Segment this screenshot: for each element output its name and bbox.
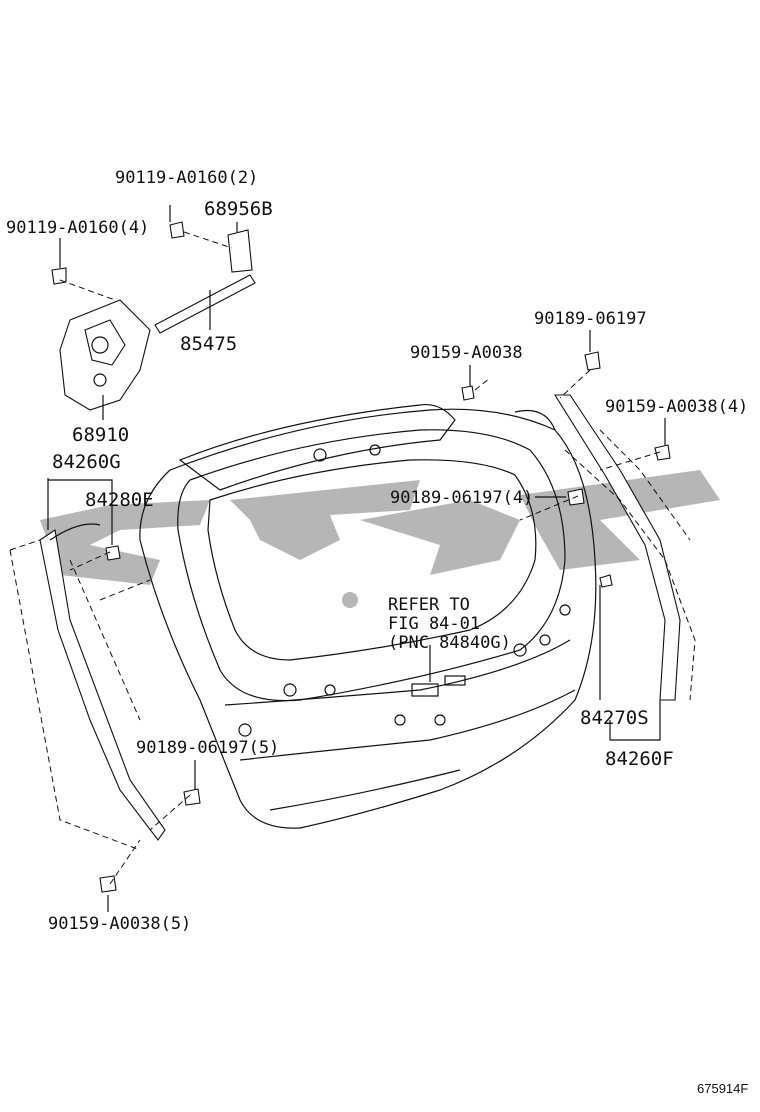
- rod-85475: [154, 274, 256, 334]
- label-refer-2: FIG 84-01: [388, 614, 480, 634]
- lock-motor-68910: [59, 299, 151, 411]
- bolt-icon: [51, 221, 671, 893]
- label-84260G: 84260G: [52, 451, 121, 473]
- label-85475: 85475: [180, 333, 237, 355]
- weatherstrip-right-84260F: [514, 394, 696, 701]
- label-84260F: 84260F: [605, 748, 674, 770]
- figure-id: 675914F: [697, 1081, 748, 1096]
- clip-icon: [105, 351, 613, 806]
- back-door-panel: [139, 403, 597, 829]
- weatherstrip-left-84260G: [9, 523, 166, 851]
- label-84270S: 84270S: [580, 707, 649, 729]
- label-84280E: 84280E: [85, 489, 154, 511]
- label-90189-low: 90189-06197(5): [136, 738, 279, 758]
- label-68956B: 68956B: [204, 198, 273, 220]
- label-68910: 68910: [72, 424, 129, 446]
- bracket-68956B: [227, 229, 253, 273]
- leader-lines: [47, 205, 666, 912]
- label-refer-1: REFER TO: [388, 595, 470, 615]
- label-90189-top: 90189-06197: [534, 309, 647, 329]
- label-bolt-top: 90119-A0160(2): [115, 168, 258, 188]
- label-refer-3: (PNC 84840G): [388, 633, 511, 653]
- label-bolt-left: 90119-A0160(4): [6, 218, 149, 238]
- label-90159-center: 90159-A0038: [410, 343, 523, 363]
- label-90189-mid: 90189-06197(4): [390, 488, 533, 508]
- label-90159-bottom: 90159-A0038(5): [48, 914, 191, 934]
- label-90159-right: 90159-A0038(4): [605, 397, 748, 417]
